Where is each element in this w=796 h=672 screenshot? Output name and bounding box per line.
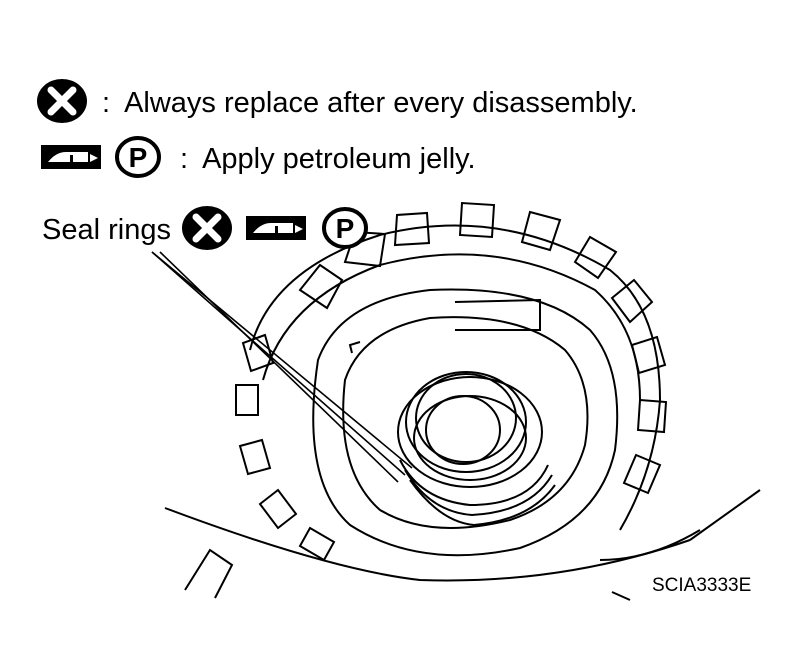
legend-separator: : (180, 143, 189, 175)
housing-outline (164, 489, 761, 601)
replace-x-icon (181, 205, 233, 256)
petroleum-jelly-tube-icon (245, 213, 307, 248)
legend-row-replace: : Always replace after every disassembly… (36, 78, 638, 129)
petroleum-jelly-tube-icon (40, 142, 102, 177)
legend-row-petroleum: P : Apply petroleum jelly. (40, 135, 476, 184)
seal-rings-label: Seal rings (42, 214, 171, 246)
petroleum-p-icon: P (114, 135, 162, 184)
seal-rings-callout: Seal rings P (42, 205, 369, 256)
figure-code: SCIA3333E (652, 575, 752, 596)
svg-text:P: P (336, 213, 355, 244)
petroleum-p-icon: P (321, 206, 369, 255)
legend-separator: : (102, 87, 111, 119)
shaft-with-seal-rings (397, 371, 556, 527)
legend-text-petroleum: Apply petroleum jelly. (202, 143, 476, 175)
clutch-drum (235, 201, 668, 562)
seal-rings-leader (151, 251, 413, 483)
replace-x-icon (36, 78, 88, 129)
legend-text-replace: Always replace after every disassembly. (124, 87, 638, 119)
svg-text:P: P (129, 142, 148, 173)
